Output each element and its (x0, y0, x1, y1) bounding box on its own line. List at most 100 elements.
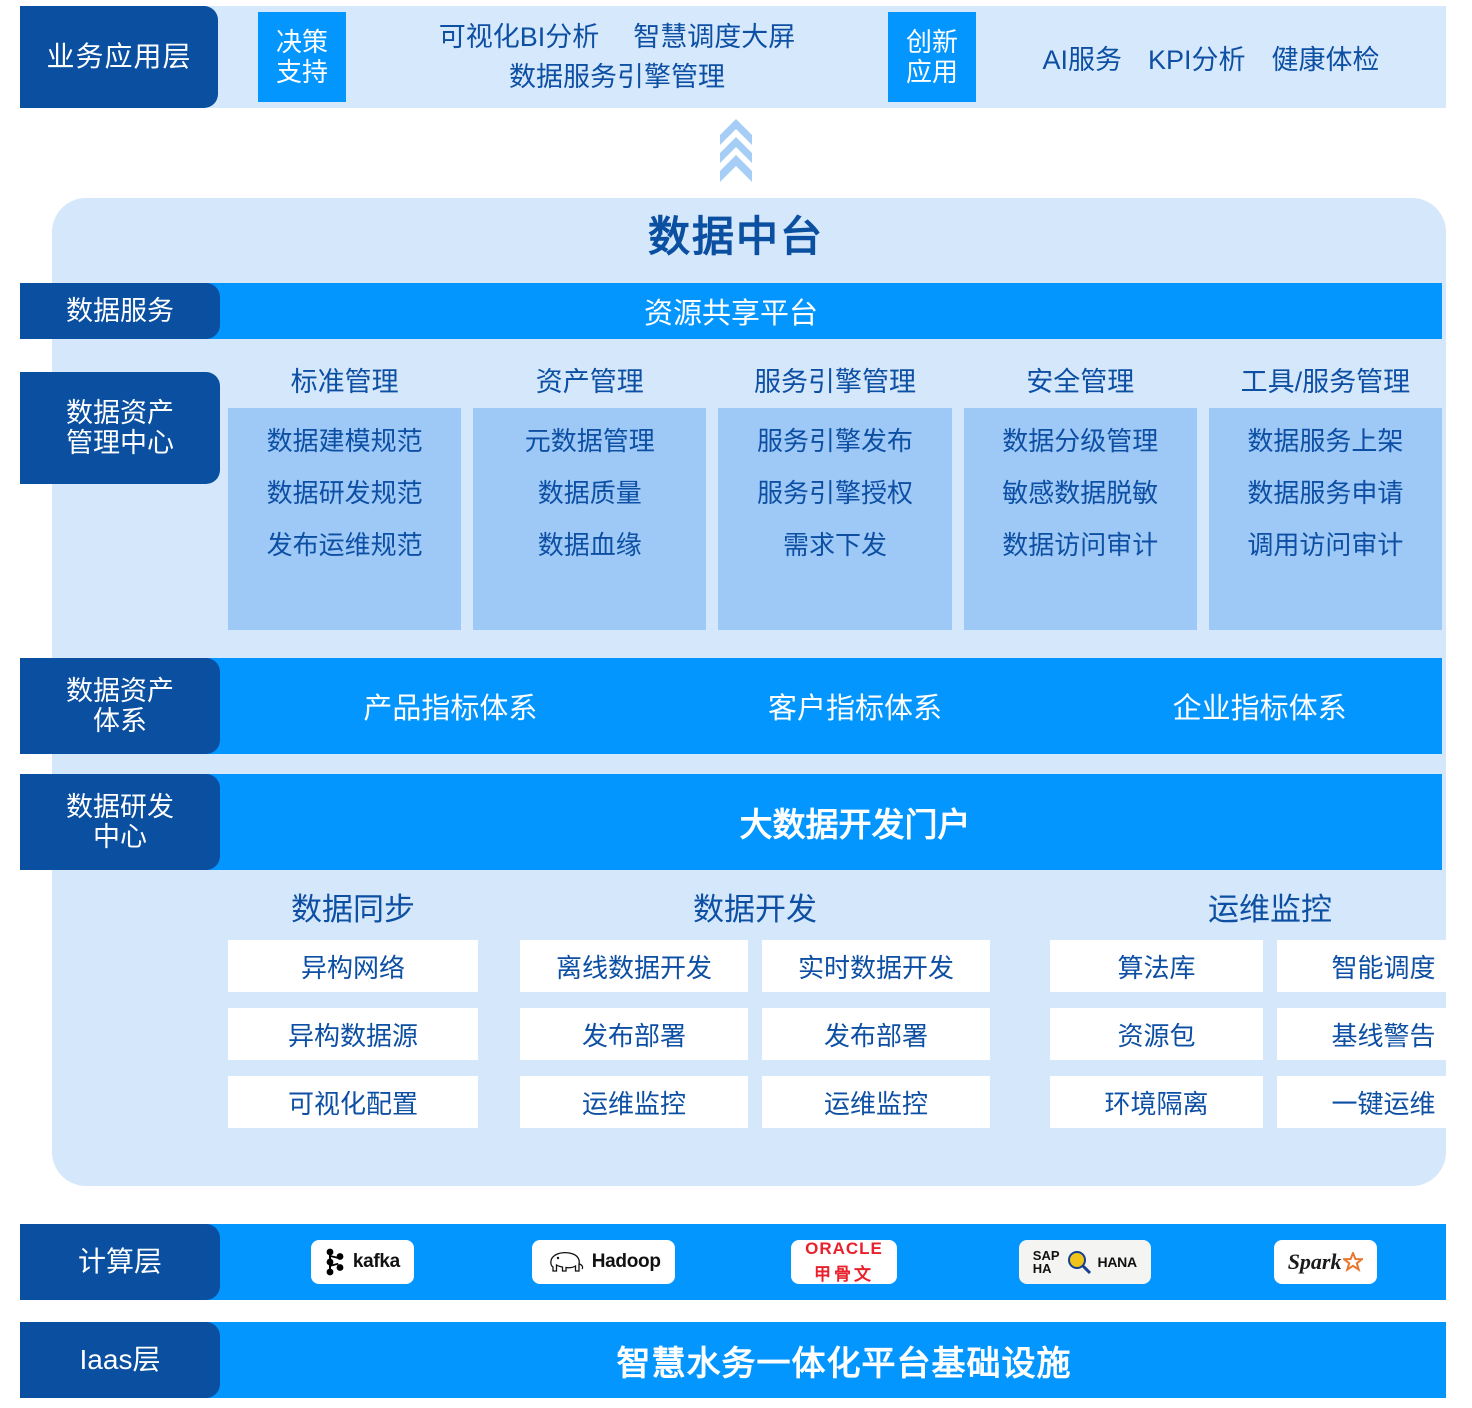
compute-layer-label: 计算层 (20, 1224, 220, 1300)
oracle-wordmark-cn: 甲骨文 (813, 1265, 874, 1284)
card-item[interactable]: 服务引擎发布 (757, 426, 914, 456)
card-item[interactable]: 数据服务上架 (1247, 426, 1404, 456)
compute-logo-list: kafka Hadoop ORACLE 甲骨文 (242, 1224, 1446, 1300)
group-title: 数据同步 (291, 892, 415, 927)
card-item[interactable]: 元数据管理 (524, 426, 655, 456)
card-item[interactable]: 敏感数据脱敏 (1002, 478, 1159, 508)
business-layer-label: 业务应用层 (20, 6, 218, 108)
dev-item[interactable]: 智能调度 (1277, 940, 1472, 992)
dev-item[interactable]: 实时数据开发 (762, 940, 990, 992)
card-title: 安全管理 (1026, 367, 1135, 397)
dev-item[interactable]: 环境隔离 (1050, 1076, 1263, 1128)
asset-system-band: 产品指标体系 客户指标体系 企业指标体系 (20, 658, 1442, 754)
spark-wordmark: Spark (1287, 1249, 1342, 1274)
card-item[interactable]: 数据服务申请 (1247, 478, 1404, 508)
logo-slot: ORACLE 甲骨文 (724, 1239, 965, 1284)
card-security-management: 安全管理 数据分级管理 敏感数据脱敏 数据访问审计 (963, 364, 1197, 636)
dev-item[interactable]: 运维监控 (762, 1076, 990, 1128)
card-item[interactable]: 数据质量 (537, 478, 642, 508)
card-item[interactable]: 发布运维规范 (266, 530, 423, 560)
app-health-check[interactable]: 健康体检 (1271, 44, 1380, 75)
business-layer-background (20, 6, 1446, 108)
card-asset-management: 资产管理 元数据管理 数据质量 数据血缘 (473, 364, 707, 636)
data-service-band-text: 资源共享平台 (643, 298, 818, 330)
magnifier-icon (1067, 1251, 1091, 1275)
dev-item[interactable]: 资源包 (1050, 1008, 1263, 1060)
card-standard-management: 标准管理 数据建模规范 数据研发规范 发布运维规范 (228, 364, 462, 636)
card-item[interactable]: 数据研发规范 (266, 478, 423, 508)
card-item[interactable]: 调用访问审计 (1247, 530, 1404, 560)
dev-item[interactable]: 异构网络 (228, 940, 478, 992)
group-title: 数据开发 (693, 892, 817, 927)
card-title: 服务引擎管理 (754, 367, 916, 397)
dev-item[interactable]: 发布部署 (762, 1008, 990, 1060)
rnd-center-band-text: 大数据开发门户 (739, 806, 971, 843)
card-item[interactable]: 数据访问审计 (1002, 530, 1159, 560)
tag-innovation-line2: 应用 (905, 57, 958, 87)
hadoop-elephant-icon (549, 1251, 583, 1272)
card-body: 数据分级管理 敏感数据脱敏 数据访问审计 (963, 408, 1197, 630)
dev-item[interactable]: 离线数据开发 (520, 940, 748, 992)
asset-system-item-product[interactable]: 产品指标体系 (363, 693, 538, 725)
app-bi-analysis[interactable]: 可视化BI分析 (438, 21, 600, 52)
card-item[interactable]: 服务引擎授权 (757, 478, 914, 508)
app-smart-dispatch-screen[interactable]: 智慧调度大屏 (633, 21, 796, 52)
compute-layer: 计算层 kafka (20, 1224, 1446, 1300)
card-title: 标准管理 (290, 367, 399, 397)
group-column: 离线数据开发 发布部署 运维监控 (520, 940, 748, 1128)
group-ops-monitoring: 运维监控 算法库 资源包 环境隔离 智能调度 基线警告 一键运维 (1050, 888, 1472, 1128)
dev-item[interactable]: 发布部署 (520, 1008, 748, 1060)
dev-item[interactable]: 运维监控 (520, 1076, 748, 1128)
decision-apps-row1: 可视化BI分析 智慧调度大屏 (439, 17, 796, 58)
dev-groups: 数据同步 异构网络 异构数据源 可视化配置 数据开发 离线数据开发 发布部署 运… (200, 888, 1472, 1172)
compute-layer-background (20, 1224, 1446, 1300)
app-data-service-engine-mgmt[interactable]: 数据服务引擎管理 (509, 62, 725, 92)
rnd-center-label-line1: 数据研发 (66, 791, 174, 822)
group-column: 算法库 资源包 环境隔离 (1050, 940, 1263, 1128)
logo-slot: kafka (242, 1240, 483, 1284)
group-grid: 离线数据开发 发布部署 运维监控 实时数据开发 发布部署 运维监控 (520, 940, 990, 1128)
dev-item[interactable]: 可视化配置 (228, 1076, 478, 1128)
asset-system-item-enterprise[interactable]: 企业指标体系 (1172, 693, 1347, 725)
dev-item[interactable]: 基线警告 (1277, 1008, 1472, 1060)
innovation-apps-list: AI服务 KPI分析 健康体检 (986, 12, 1436, 102)
card-body: 元数据管理 数据质量 数据血缘 (473, 408, 707, 630)
card-body: 数据服务上架 数据服务申请 调用访问审计 (1208, 408, 1443, 630)
asset-system-label: 数据资产 体系 (20, 658, 220, 754)
card-title: 资产管理 (535, 367, 644, 397)
oracle-wordmark: ORACLE (805, 1239, 883, 1258)
logo-slot: Hadoop (483, 1240, 724, 1284)
card-item[interactable]: 需求下发 (783, 530, 888, 560)
app-ai-service[interactable]: AI服务 (1042, 44, 1122, 75)
hana-wordmark: HANA (1097, 1254, 1138, 1270)
decision-apps-row2: 数据服务引擎管理 (509, 57, 725, 98)
asset-mgmt-label-line2: 管理中心 (66, 428, 174, 458)
group-column: 智能调度 基线警告 一键运维 (1277, 940, 1472, 1128)
asset-system-item-customer[interactable]: 客户指标体系 (768, 693, 943, 725)
asset-mgmt-label-line1: 数据资产 (66, 397, 174, 428)
apache-spark-logo: Spark (1273, 1240, 1378, 1284)
iaas-layer-label: Iaas层 (20, 1322, 220, 1398)
data-service-band: 资源共享平台 (20, 283, 1442, 339)
oracle-logo: ORACLE 甲骨文 (791, 1239, 897, 1284)
hadoop-logo: Hadoop (531, 1240, 675, 1284)
business-application-layer: 业务应用层 决策 支持 可视化BI分析 智慧调度大屏 数据服务引擎管理 创新 应… (0, 6, 1472, 108)
card-item[interactable]: 数据分级管理 (1002, 426, 1159, 456)
group-data-sync: 数据同步 异构网络 异构数据源 可视化配置 (228, 888, 478, 1128)
dev-item[interactable]: 一键运维 (1277, 1076, 1472, 1128)
tag-innovation-line1: 创新 (905, 26, 958, 57)
group-data-development: 数据开发 离线数据开发 发布部署 运维监控 实时数据开发 发布部署 运维监控 (520, 888, 990, 1128)
rnd-center-label: 数据研发 中心 (20, 774, 220, 870)
card-body: 数据建模规范 数据研发规范 发布运维规范 (228, 408, 462, 630)
card-item[interactable]: 数据血缘 (537, 530, 642, 560)
dev-item[interactable]: 异构数据源 (228, 1008, 478, 1060)
kafka-logo: kafka (310, 1240, 414, 1284)
app-kpi-analysis[interactable]: KPI分析 (1147, 44, 1246, 75)
dev-item[interactable]: 算法库 (1050, 940, 1263, 992)
card-item[interactable]: 数据建模规范 (266, 426, 423, 456)
page-title: 数据中台 (647, 213, 824, 260)
